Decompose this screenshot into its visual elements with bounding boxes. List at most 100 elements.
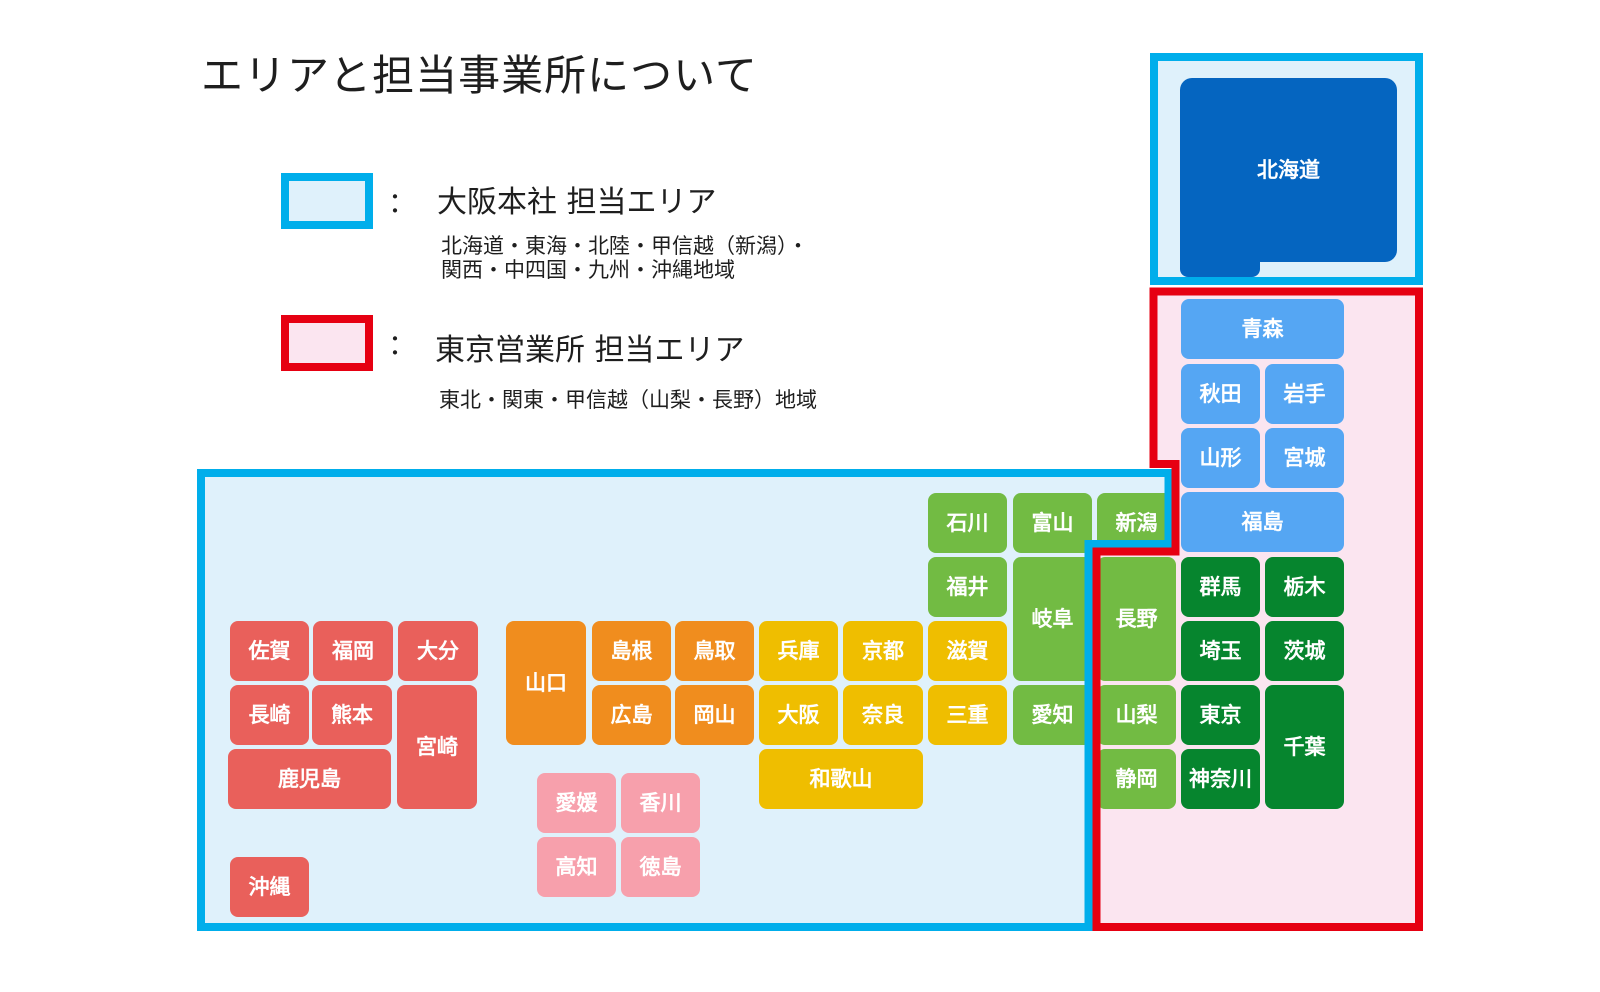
prefecture-label: 静岡 [1115,766,1158,791]
prefecture-label: 山梨 [1115,702,1158,727]
prefecture-tile-kanagawa: 神奈川 [1181,749,1260,809]
prefecture-label: 茨城 [1283,638,1326,663]
prefecture-tile-shimane: 島根 [592,621,671,681]
prefecture-label: 長崎 [248,702,291,727]
prefecture-tile-kochi: 高知 [537,837,616,897]
prefecture-tile-nagasaki: 長崎 [230,685,309,745]
prefecture-tile-saitama: 埼玉 [1181,621,1260,681]
prefecture-label: 岩手 [1283,381,1326,406]
prefecture-label: 山形 [1199,445,1242,470]
legend-description-osaka-line-1: 北海道・東海・北陸・甲信越（新潟）・ [441,234,809,258]
prefecture-tile-fukushima: 福島 [1181,492,1344,552]
prefecture-label: 徳島 [639,854,682,879]
prefecture-label: 岐阜 [1031,606,1074,631]
prefecture-tile-tottori: 鳥取 [675,621,754,681]
prefecture-label: 山口 [525,670,567,695]
prefecture-tile-saga: 佐賀 [230,621,309,681]
prefecture-label: 群馬 [1199,574,1242,599]
prefecture-label: 島根 [610,638,653,663]
prefecture-label: 富山 [1031,510,1074,535]
prefecture-tile-kagoshima: 鹿児島 [228,749,391,809]
prefecture-tile-ishikawa: 石川 [928,493,1007,553]
legend-description-osaka-line-2: 関西・中四国・九州・沖縄地域 [441,258,735,282]
prefecture-tile-okayama: 岡山 [675,685,754,745]
prefecture-tile-ehime: 愛媛 [537,773,616,833]
prefecture-tile-miyazaki: 宮崎 [397,685,477,809]
prefecture-tile-toyama: 富山 [1013,493,1092,553]
prefecture-tile-akita: 秋田 [1181,364,1260,424]
prefecture-label: 佐賀 [248,638,291,663]
prefecture-tile-gunma: 群馬 [1181,557,1260,617]
prefecture-label: 京都 [862,638,904,663]
prefecture-tile-ibaraki: 茨城 [1265,621,1344,681]
prefecture-label: 沖縄 [248,874,291,899]
prefecture-tile-fukui: 福井 [928,557,1007,617]
prefecture-tile-wakayama: 和歌山 [759,749,923,809]
prefecture-label: 岡山 [693,702,736,727]
legend-swatch-tokyo [281,315,373,371]
prefecture-label: 埼玉 [1199,638,1242,663]
prefecture-label: 愛知 [1031,702,1074,727]
prefecture-label: 兵庫 [777,638,820,663]
prefecture-label: 栃木 [1283,574,1326,599]
prefecture-tile-niigata: 新潟 [1097,493,1176,553]
prefecture-tile-kagawa: 香川 [621,773,700,833]
prefecture-tile-hokkaido: 北海道 [1180,78,1397,262]
prefecture-label: 愛媛 [555,790,598,815]
prefecture-tile-hiroshima: 広島 [592,685,671,745]
hokkaido-shape-tab [1180,240,1260,277]
prefecture-tile-shiga: 滋賀 [928,621,1007,681]
prefecture-label: 北海道 [1257,157,1320,182]
prefecture-tile-okinawa: 沖縄 [230,857,309,917]
legend-separator: ： [388,186,417,219]
prefecture-label: 神奈川 [1189,766,1252,791]
prefecture-tile-aichi: 愛知 [1013,685,1092,745]
prefecture-label: 熊本 [331,702,373,727]
prefecture-tile-chiba: 千葉 [1265,685,1344,809]
prefecture-label: 鳥取 [693,638,736,663]
prefecture-label: 長野 [1115,606,1158,631]
prefecture-label: 千葉 [1283,734,1326,759]
prefecture-label: 青森 [1241,316,1284,341]
prefecture-label: 福島 [1241,509,1284,534]
prefecture-label: 鹿児島 [278,766,341,791]
prefecture-label: 福井 [946,574,989,599]
prefecture-label: 福岡 [332,638,374,663]
legend-heading-osaka: 大阪本社 担当エリア [437,185,717,220]
prefecture-tile-yamagata: 山形 [1181,428,1260,488]
prefecture-label: 石川 [946,510,989,535]
legend-description-tokyo-line-1: 東北・関東・甲信越（山梨・長野）地域 [439,388,817,412]
prefecture-label: 東京 [1199,702,1242,727]
prefecture-tile-iwate: 岩手 [1265,364,1344,424]
prefecture-tile-nara: 奈良 [843,685,923,745]
prefecture-label: 宮城 [1283,445,1326,470]
prefecture-tile-tochigi: 栃木 [1265,557,1344,617]
prefecture-tile-miyagi: 宮城 [1265,428,1344,488]
prefecture-tile-osaka: 大阪 [759,685,838,745]
legend-swatch-osaka [281,173,373,229]
legend-separator: ： [388,328,417,361]
prefecture-tile-kyoto: 京都 [843,621,923,681]
prefecture-label: 奈良 [862,702,904,727]
prefecture-tile-kumamoto: 熊本 [312,685,392,745]
prefecture-label: 滋賀 [946,638,989,663]
prefecture-label: 秋田 [1199,381,1242,406]
prefecture-tile-tokushima: 徳島 [621,837,700,897]
prefecture-tile-hyogo: 兵庫 [759,621,838,681]
prefecture-tile-aomori: 青森 [1181,299,1344,359]
legend-heading-tokyo: 東京営業所 担当エリア [435,333,745,368]
prefecture-label: 新潟 [1115,510,1158,535]
prefecture-tile-oita: 大分 [398,621,478,681]
prefecture-tile-gifu: 岐阜 [1013,557,1092,681]
prefecture-label: 大阪 [777,702,820,727]
prefecture-tile-shizuoka: 静岡 [1097,749,1176,809]
prefecture-tile-nagano: 長野 [1097,557,1176,681]
prefecture-label: 香川 [639,790,682,815]
prefecture-tile-mie: 三重 [928,685,1007,745]
prefecture-tile-fukuoka: 福岡 [313,621,393,681]
prefecture-label: 広島 [610,702,653,727]
prefecture-label: 和歌山 [809,766,873,791]
page-title: エリアと担当事業所について [201,51,758,100]
prefecture-label: 大分 [417,638,459,663]
prefecture-tile-tokyo: 東京 [1181,685,1260,745]
